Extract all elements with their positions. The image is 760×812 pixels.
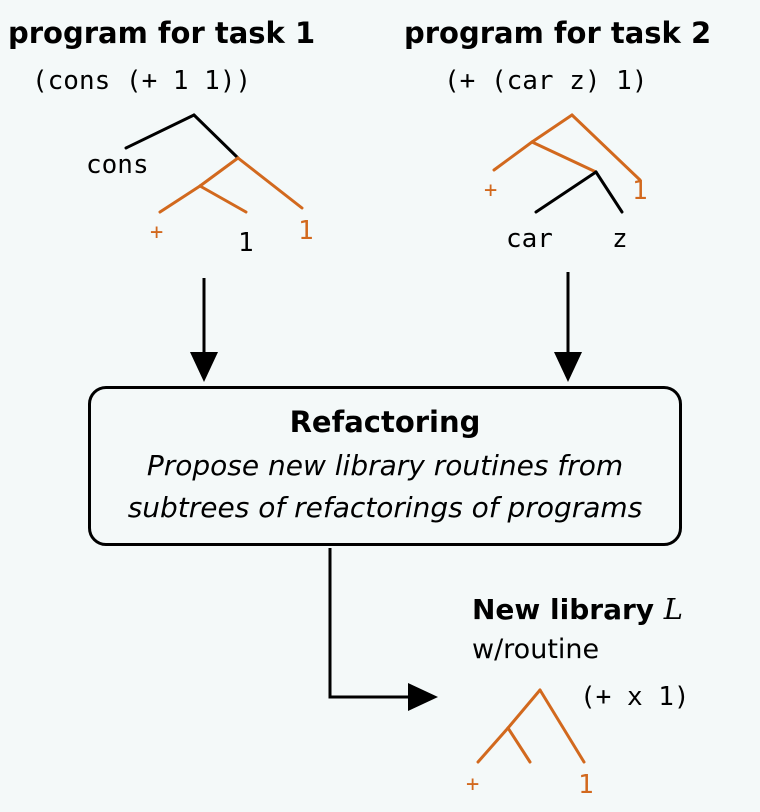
task2-label-plus: + — [484, 178, 498, 203]
task2-tree — [492, 113, 642, 214]
task1-tree — [124, 113, 304, 214]
task2-edge-root-one — [570, 113, 642, 182]
task2-program: (+ (car z) 1) — [444, 66, 648, 96]
task1-edge-root-cons — [124, 113, 196, 150]
task1-label-one-orange: 1 — [298, 216, 314, 246]
library-routine: (+ x 1) — [580, 682, 690, 712]
arrow-refactoring-to-library — [328, 548, 412, 699]
arrowhead-task2 — [554, 352, 582, 382]
library-title-text: New library — [472, 593, 655, 626]
task1-edge-inner-plus — [158, 184, 202, 214]
task2-label-car: car — [506, 224, 553, 254]
library-title: New library L — [472, 592, 683, 626]
refactoring-line-1: Propose new library routines from — [146, 449, 624, 482]
library-tree — [476, 688, 586, 764]
refactoring-box: Refactoring Propose new library routines… — [88, 386, 682, 546]
library-edge-root-one — [538, 688, 586, 764]
library-subtitle: w/routine — [472, 634, 600, 665]
task2-title: program for task 2 — [404, 16, 712, 50]
library-edge-root-inner — [506, 688, 542, 730]
arrowhead-library — [408, 683, 438, 711]
library-label-one: 1 — [578, 770, 594, 800]
task1-title: program for task 1 — [8, 16, 316, 50]
library-edge-inner-arg — [506, 726, 532, 764]
library-edge-inner-plus — [476, 726, 510, 764]
task1-label-plus: + — [150, 220, 164, 245]
task2-edge-root-left — [530, 113, 574, 144]
task2-label-one-orange: 1 — [632, 176, 648, 206]
task2-edge-app-car — [534, 170, 598, 214]
task2-edge-inner-plus — [492, 140, 534, 172]
task1-edge-root-app — [192, 113, 240, 160]
task1-program: (cons (+ 1 1)) — [32, 66, 252, 96]
refactoring-line-2: subtrees of refactorings of programs — [127, 491, 643, 524]
library-var: L — [663, 592, 684, 626]
task2-edge-inner-app — [530, 140, 598, 174]
arrowhead-task1 — [190, 352, 218, 382]
task1-edge-inner-arg — [198, 184, 248, 214]
task1-edge-app-inner — [198, 156, 240, 188]
task2-label-z: z — [612, 224, 628, 254]
task1-label-one: 1 — [238, 228, 254, 258]
library-label-plus: + — [466, 772, 480, 797]
task1-label-cons: cons — [86, 150, 149, 180]
refactoring-title: Refactoring — [289, 405, 481, 439]
task1-edge-app-one — [236, 156, 304, 210]
task2-edge-app-z — [594, 170, 624, 214]
